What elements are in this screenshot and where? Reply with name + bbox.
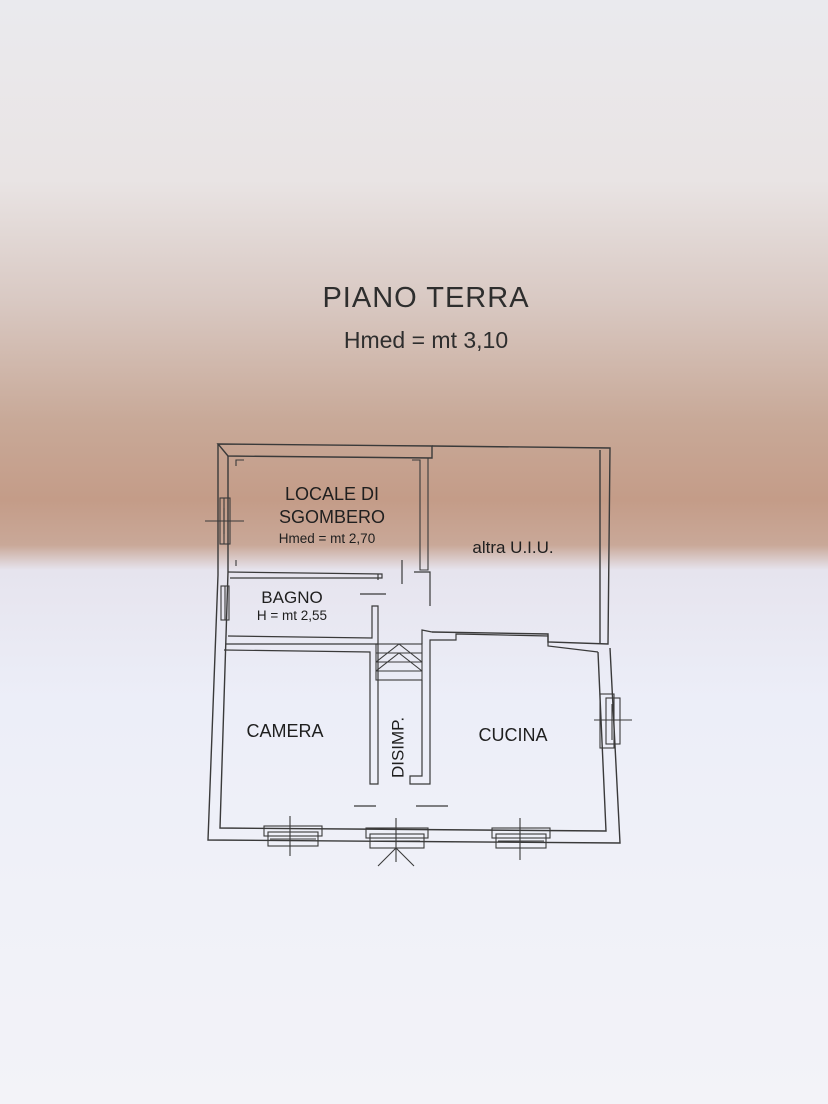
inner-wall-left-side: [219, 456, 607, 832]
outer-wall-left-block: [216, 443, 433, 459]
room-height-bagno: H = mt 2,55: [256, 608, 328, 623]
room-height-locale: Hmed = mt 2,70: [278, 531, 376, 546]
room-label-locale: LOCALE DI SGOMBERO: [262, 483, 402, 529]
window-bottom-cucina: [491, 818, 551, 860]
window-bottom-entrance: [365, 818, 429, 867]
window-bottom-camera: [263, 816, 323, 856]
staircase: [375, 643, 423, 681]
outer-wall-left-side: [207, 444, 621, 844]
wall-disimp-cucina: [409, 629, 599, 785]
room-name-disimp: DISIMP.: [388, 716, 408, 779]
wall-bagno-camera: [226, 605, 379, 645]
plan-average-height: Hmed = mt 3,10: [343, 327, 509, 353]
locale-inner-outline: [235, 458, 429, 571]
room-name-locale-line1: LOCALE DI: [284, 484, 380, 504]
window-right-cucina: [594, 693, 632, 749]
window-left-locale: [205, 497, 244, 545]
wall-locale-right: [419, 458, 429, 571]
room-name-altra-uiu: altra U.I.U.: [472, 538, 554, 557]
wall-camera-disimp: [223, 644, 379, 785]
room-name-camera: CAMERA: [246, 721, 324, 741]
outer-walls: [207, 443, 621, 844]
altra-uiu-outline: [431, 445, 611, 645]
plan-title: PIANO TERRA: [322, 282, 530, 314]
wall-locale-bagno: [227, 560, 431, 606]
room-name-locale-line2: SGOMBERO: [278, 507, 385, 527]
window-left-bagno: [220, 585, 230, 621]
room-name-bagno: BAGNO: [261, 588, 323, 607]
room-name-cucina: CUCINA: [478, 725, 548, 745]
